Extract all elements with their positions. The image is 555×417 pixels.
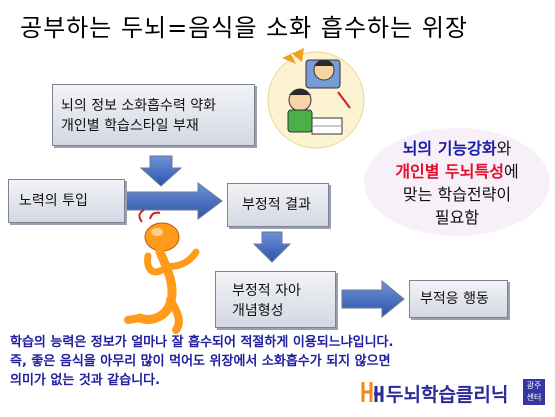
box-text-line: 뇌의 정보 소화흡수력 약화 <box>61 98 217 114</box>
clinic-logo: 두뇌학습클리닉 광주 센터 <box>360 378 550 408</box>
box-text-line: 노력의 투입 <box>19 193 88 209</box>
explanation-line: 즉, 좋은 음식을 아무리 많이 먹어도 위장에서 소화흡수가 되지 않으면 <box>10 354 391 369</box>
logo-text: 두뇌학습클리닉 <box>386 384 509 406</box>
bubble-text: 에 <box>503 162 519 181</box>
bubble-highlight-blue: 뇌의 기능강화 <box>402 139 497 158</box>
callout-bubble: 뇌의 기능강화와 개인별 두뇌특성에 맞는 학습전략이 필요함 <box>364 128 550 236</box>
logo-sub-badge: 광주 센터 <box>523 379 545 405</box>
box-maladaptive-behavior: 부적응 행동 <box>409 280 508 318</box>
explanation-line: 학습의 능력은 정보가 얼마나 잘 흡수되어 적절하게 이용되느냐입니다. <box>10 335 394 350</box>
box-text-line: 부적응 행동 <box>420 291 489 307</box>
bubble-line-4: 필요함 <box>434 208 480 227</box>
box-text-line: 부정적 자아 <box>232 283 301 299</box>
logo-mark-icon <box>361 382 384 402</box>
logo-sub-line: 광주 <box>526 381 542 390</box>
studying-students-illustration <box>267 48 365 149</box>
box-negative-self-concept: 부정적 자아 개념형성 <box>215 271 336 328</box>
right-arrow-2 <box>341 279 405 319</box>
bubble-line-3: 맞는 학습전략이 <box>402 185 512 204</box>
box-text-line: 개념형성 <box>232 303 284 319</box>
box-negative-result: 부정적 결과 <box>227 183 329 227</box>
down-arrow-2 <box>252 231 292 263</box>
bubble-highlight-red: 개인별 두뇌특성 <box>395 162 504 181</box>
box-weak-absorption: 뇌의 정보 소화흡수력 약화 개인별 학습스타일 부재 <box>52 84 255 146</box>
box-text-line: 부정적 결과 <box>242 197 311 213</box>
page-title: 공부하는 두뇌=음식을 소화 흡수하는 위장 <box>20 14 468 42</box>
box-text-line: 개인별 학습스타일 부재 <box>61 118 199 134</box>
explanation-text: 학습의 능력은 정보가 얼마나 잘 흡수되어 적절하게 이용되느냐입니다. 즉,… <box>10 333 530 390</box>
bubble-line-2: 개인별 두뇌특성에 <box>364 161 550 183</box>
bubble-text: 와 <box>496 139 512 158</box>
logo-sub-line: 센터 <box>526 393 542 402</box>
right-arrow-1 <box>124 182 223 220</box>
thinking-figure-icon <box>124 209 200 334</box>
box-effort-input: 노력의 투입 <box>8 179 125 223</box>
explanation-line: 의미가 없는 것과 같습니다. <box>10 373 161 388</box>
bubble-line-1: 뇌의 기능강화와 <box>364 138 550 160</box>
down-arrow-1 <box>139 155 183 187</box>
